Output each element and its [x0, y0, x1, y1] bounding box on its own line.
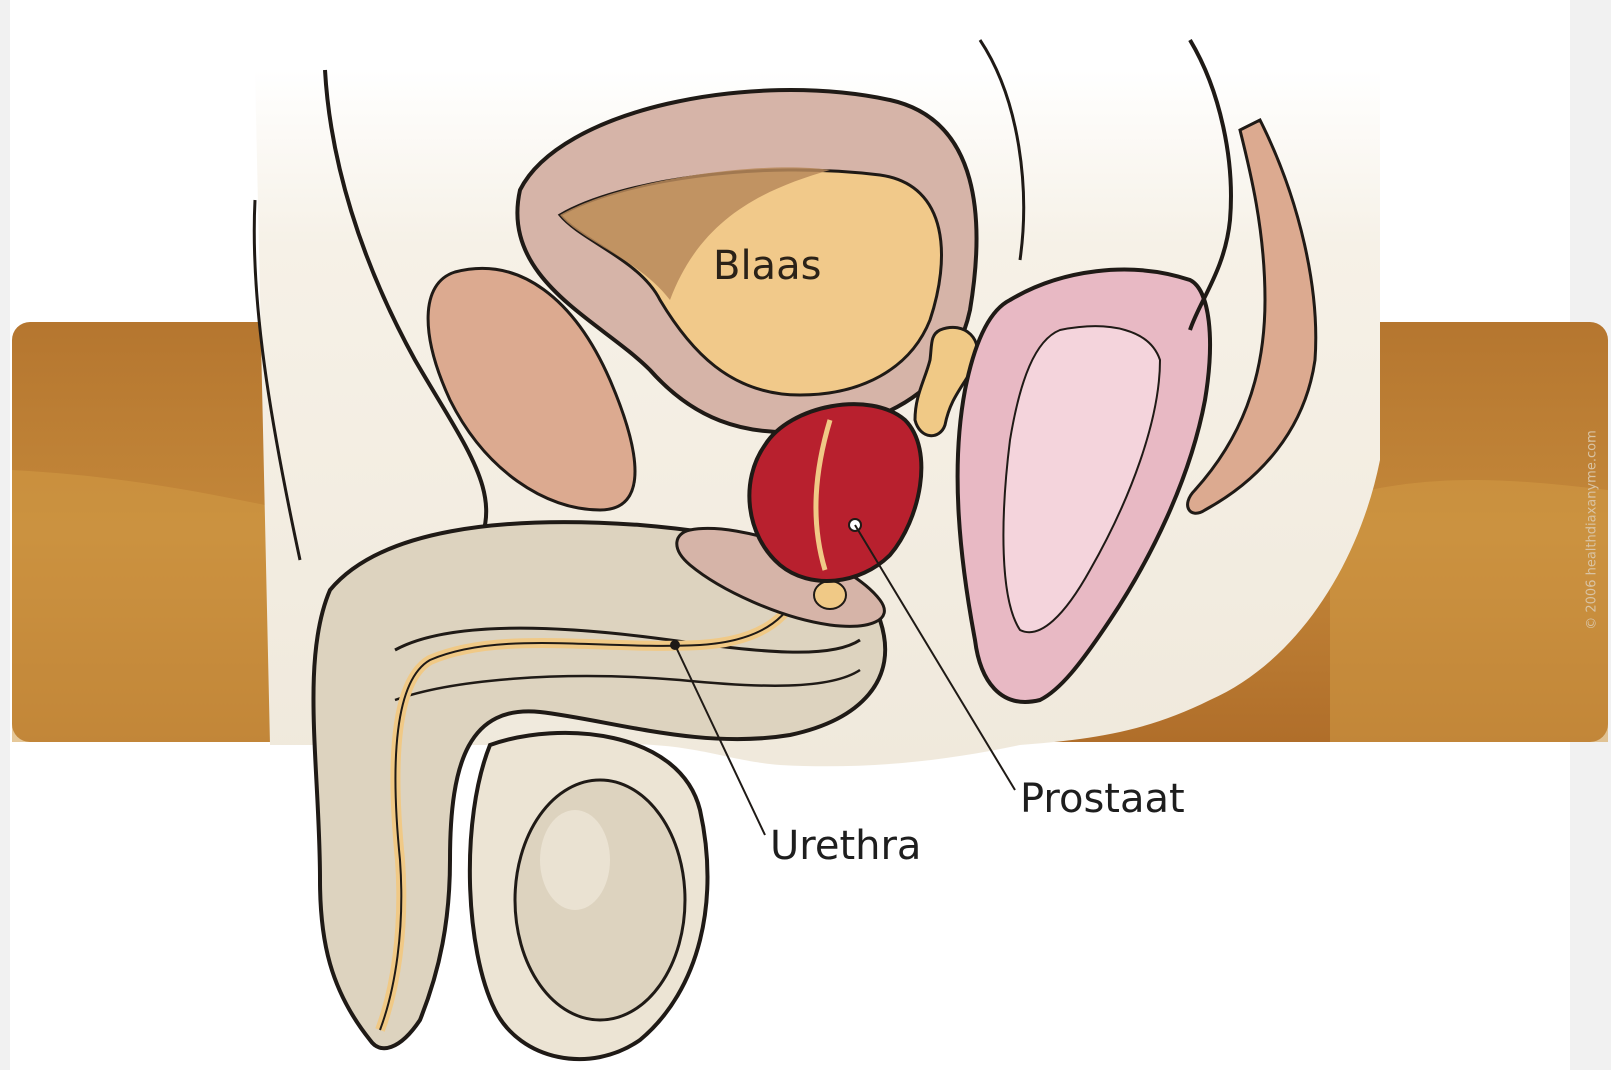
prostate-label: Prostaat [1020, 779, 1185, 819]
urethra-label: Urethra [770, 826, 921, 866]
bladder-label: Blaas [713, 246, 821, 286]
testicle [470, 733, 708, 1059]
copyright-text: © 2006 healthdiaxanyme.com [1585, 430, 1600, 629]
